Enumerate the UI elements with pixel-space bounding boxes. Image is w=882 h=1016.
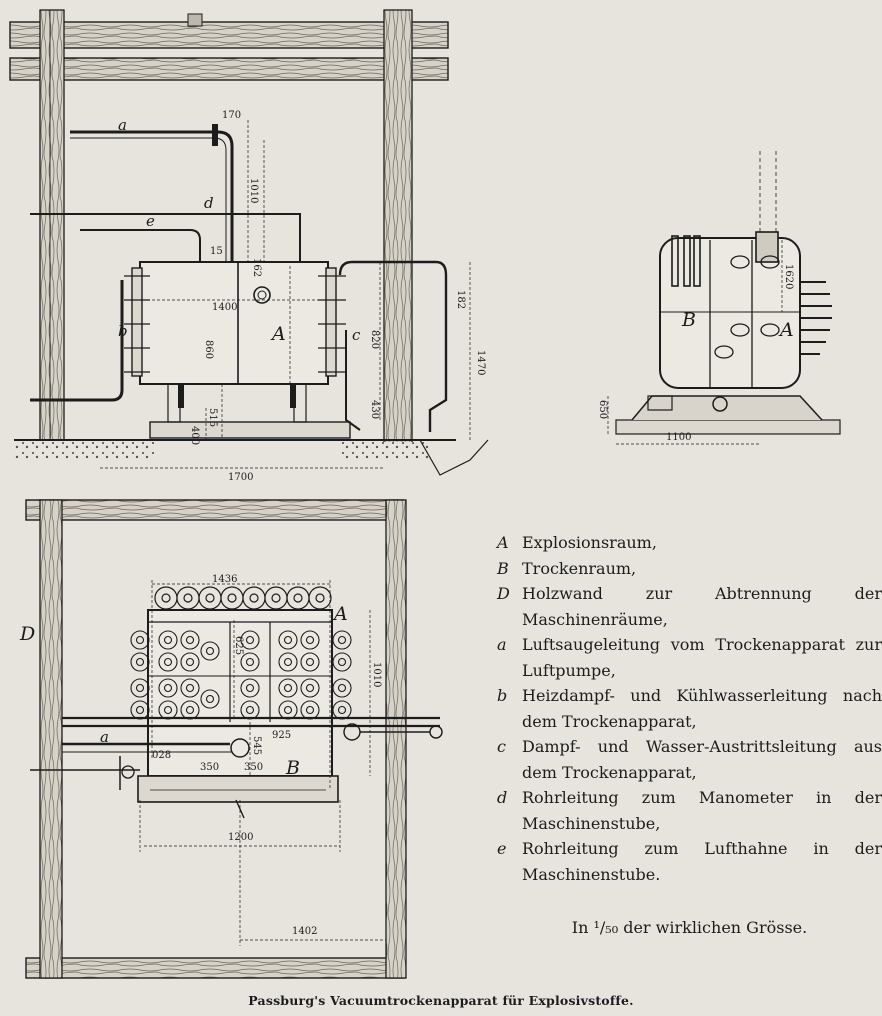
legend-text: Holzwand zur Abtrennung der Maschinenräu… xyxy=(522,584,882,629)
dim-1010: 1010 xyxy=(248,178,259,203)
label-B-end: B xyxy=(681,309,696,331)
dim-1010: 1010 xyxy=(371,662,382,687)
legend-item-c: c Dampf- und Wasser-Austrittsleitung aus … xyxy=(497,734,882,785)
legend-item-d: d Rohrleitung zum Manometer in der Maschi… xyxy=(497,785,882,836)
legend-text: Heizdampf- und Kühlwasserleitung nach de… xyxy=(522,686,882,731)
dim-1200: 1200 xyxy=(228,832,253,843)
legend-key: D xyxy=(497,584,510,603)
dim-028: 028 xyxy=(152,750,171,761)
legend-item-A: A Explosionsraum, xyxy=(497,530,882,556)
legend-item-e: e Rohrleitung zum Lufthahne in der Maschi… xyxy=(497,836,882,887)
vessel-body xyxy=(139,261,329,385)
label-A-end: A xyxy=(778,319,794,341)
scale-note: In ¹/₅₀ der wirklichen Grösse. xyxy=(571,918,808,937)
dim-15: 15 xyxy=(210,246,223,257)
label-e: e xyxy=(146,212,155,230)
figure-caption: Passburg's Vacuumtrockenapparat für Expl… xyxy=(248,993,634,1008)
dim-1436: 1436 xyxy=(212,574,237,585)
legend-item-B: B Trockenraum, xyxy=(497,556,882,582)
dim-1470: 1470 xyxy=(475,350,486,375)
dim-182: 182 xyxy=(455,290,466,309)
legend: A Explosionsraum, B Trockenraum, D Holzwand z… xyxy=(497,530,882,887)
label-a-plan: a xyxy=(100,728,109,746)
ceiling-beam-upper xyxy=(9,21,449,49)
legend-text: Explosionsraum, xyxy=(522,533,657,552)
label-A-plan: A xyxy=(332,603,348,625)
legend-key: e xyxy=(497,839,507,858)
dim-1400: 1400 xyxy=(212,302,237,313)
dim-400: 400 xyxy=(189,426,200,445)
plan-view xyxy=(25,499,443,979)
legend-item-b: b Heizdampf- und Kühlwasserleitung nach d… xyxy=(497,683,882,734)
dim-162: 162 xyxy=(251,258,262,277)
dim-1100: 1100 xyxy=(666,432,691,443)
dim-925: 925 xyxy=(272,730,291,741)
label-d: d xyxy=(204,194,214,212)
dim-545: 545 xyxy=(251,736,262,755)
plan-right-wall xyxy=(385,499,407,979)
dim-350-left: 350 xyxy=(200,762,219,773)
dim-1402: 1402 xyxy=(292,926,317,937)
legend-text: Trockenraum, xyxy=(522,558,637,578)
dim-350-right: 350 xyxy=(244,762,263,773)
end-view-labels: B A xyxy=(681,309,794,341)
dim-860: 860 xyxy=(203,340,214,359)
plan-view-dims: 1436 1010 625 545 925 028 350 350 1200 1… xyxy=(152,574,382,937)
dim-1620: 1620 xyxy=(783,264,794,289)
left-post xyxy=(39,9,65,441)
side-view-dims: 170 1010 162 1400 860 515 400 820 430 14… xyxy=(189,110,486,483)
legend-key: b xyxy=(497,686,508,705)
label-a: a xyxy=(118,116,127,134)
label-A: A xyxy=(270,323,286,345)
label-D: D xyxy=(19,623,35,645)
ceiling-beam-lower xyxy=(9,57,449,81)
side-view-labels: a d e b c A xyxy=(118,116,361,345)
legend-text: Rohrleitung zum Lufthahne in der Maschin… xyxy=(522,839,882,884)
end-view-vessel xyxy=(659,237,801,389)
legend-key: A xyxy=(497,533,509,552)
legend-key: d xyxy=(497,788,508,807)
dim-170: 170 xyxy=(222,110,241,121)
dim-515: 515 xyxy=(207,408,218,427)
legend-key: B xyxy=(497,558,509,578)
legend-item-D: D Holzwand zur Abtrennung der Maschinenrä… xyxy=(497,581,882,632)
plan-left-wall xyxy=(39,499,63,979)
legend-key: a xyxy=(497,635,507,654)
label-B-plan: B xyxy=(285,757,300,779)
legend-text: Rohrleitung zum Manometer in der Maschin… xyxy=(522,788,882,833)
label-c: c xyxy=(352,326,361,344)
plan-top-wall xyxy=(25,499,405,521)
dim-625: 625 xyxy=(233,636,244,655)
plan-bottom-wall xyxy=(25,957,405,979)
dim-820: 820 xyxy=(369,330,380,349)
legend-text: Dampf- und Wasser-Austrittsleitung aus d… xyxy=(522,737,882,782)
plan-view-labels: D A a B xyxy=(19,603,348,779)
side-view xyxy=(9,9,489,476)
legend-item-a: a Luftsaugeleitung vom Trockenapparat zur… xyxy=(497,632,882,683)
dim-650: 650 xyxy=(597,400,608,419)
end-view xyxy=(607,150,841,445)
right-post xyxy=(383,9,413,453)
end-view-dims: 650 1100 1620 xyxy=(597,264,794,443)
label-b: b xyxy=(118,322,128,340)
dim-430: 430 xyxy=(369,400,380,419)
dim-1700: 1700 xyxy=(228,472,253,483)
legend-key: c xyxy=(497,737,506,756)
legend-text: Luftsaugeleitung vom Trockenapparat zur … xyxy=(522,635,882,680)
